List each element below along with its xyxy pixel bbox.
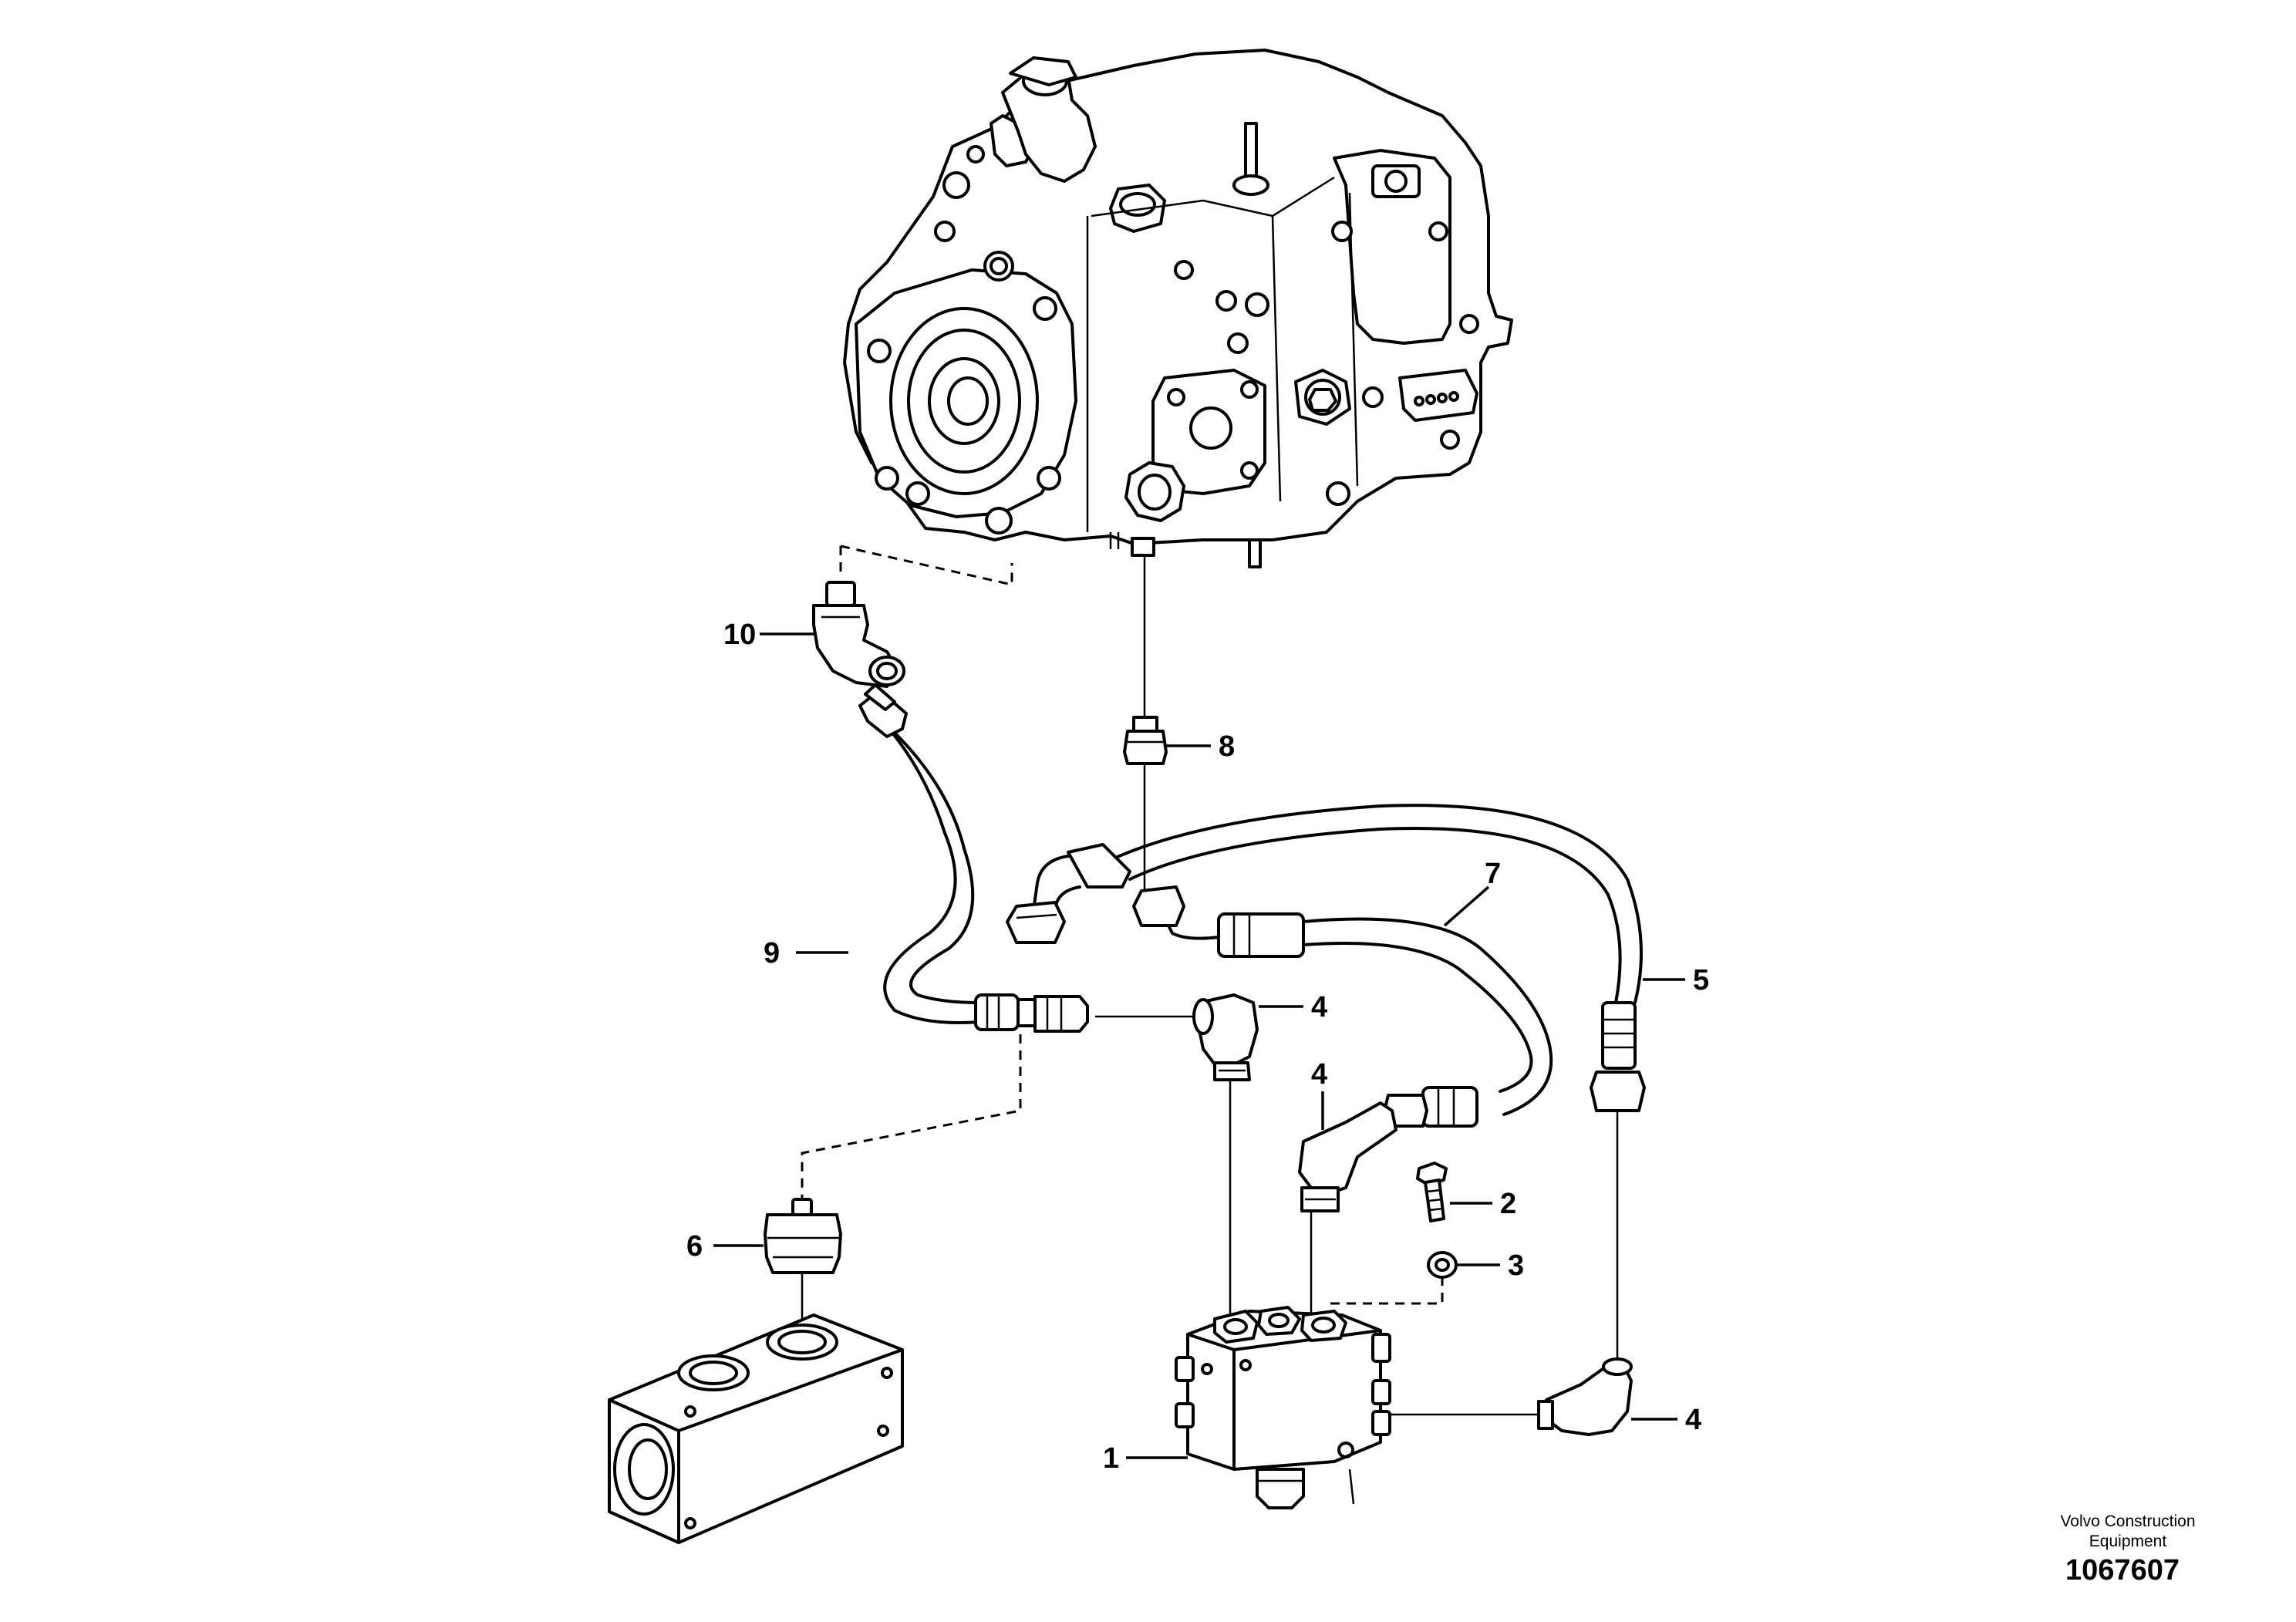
callout-4-top: 4: [1311, 991, 1327, 1023]
callout-2: 2: [1500, 1188, 1516, 1220]
hose-end-fittings-9: [974, 993, 1089, 1033]
hose-7: [1132, 885, 1553, 1128]
elbow-fitting-4-top: [1192, 993, 1259, 1081]
brand-line-2: Equipment: [2089, 1533, 2167, 1550]
callout-labels: 10 8 9 4 7 5 4 2 3 6 1 4: [686, 619, 1709, 1475]
valve-block-1: [1175, 1306, 1391, 1509]
hydraulic-pump: [843, 49, 1513, 568]
brand-label: Volvo Construction Equipment: [2028, 1512, 2228, 1552]
callout-6: 6: [686, 1230, 703, 1263]
elbow-fitting-4-middle: [1298, 1101, 1397, 1212]
callout-3: 3: [1508, 1249, 1524, 1282]
brand-line-1: Volvo Construction: [2060, 1512, 2196, 1530]
reference-number: 1067607: [2065, 1554, 2180, 1587]
callout-4-middle: 4: [1311, 1058, 1327, 1091]
hose-9: [858, 683, 981, 1024]
leader-lines: [713, 632, 1685, 1459]
bolt-2: [1416, 1162, 1448, 1222]
callout-9: 9: [764, 937, 780, 969]
sensor-6: [764, 1198, 842, 1274]
callout-10: 10: [723, 619, 756, 651]
callout-8: 8: [1219, 730, 1235, 763]
washer-3: [1427, 1251, 1458, 1279]
callout-5: 5: [1693, 964, 1709, 996]
callout-1: 1: [1103, 1442, 1119, 1475]
hose-5: [1006, 804, 1646, 1112]
manifold-block: [608, 1313, 904, 1544]
connection-lines: [801, 545, 1619, 1505]
adapter-fitting-8: [1123, 716, 1168, 765]
callout-4-bottom: 4: [1685, 1404, 1701, 1436]
callout-7: 7: [1485, 858, 1501, 890]
elbow-fitting-4-bottom: [1537, 1357, 1633, 1436]
elbow-fitting-10: [812, 581, 905, 688]
